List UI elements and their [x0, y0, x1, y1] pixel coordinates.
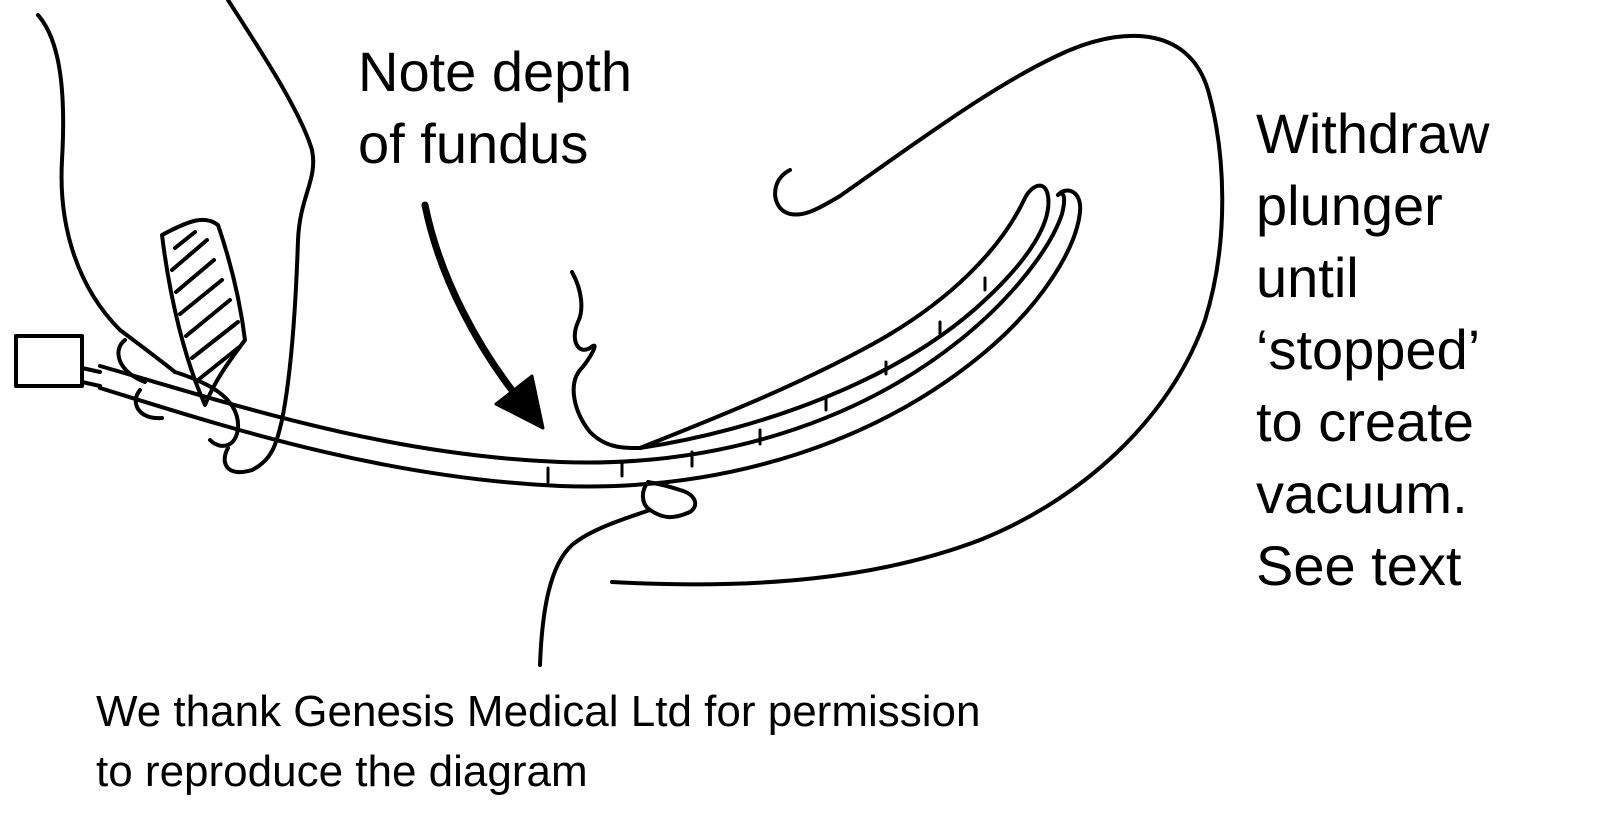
withdraw-label-line: See text	[1256, 534, 1462, 597]
withdraw-label-line: to create	[1256, 390, 1474, 453]
uterine-cavity	[638, 183, 1051, 450]
finger-hatching	[160, 217, 247, 407]
withdraw-label-line: plunger	[1256, 174, 1443, 237]
credit-line: to reproduce the diagram	[96, 747, 588, 796]
uterus-outline	[610, 33, 1225, 587]
withdraw-label-line: until	[1256, 246, 1359, 309]
fundus-depth-label-line: of fundus	[358, 112, 589, 175]
cervix-outline	[538, 270, 698, 667]
credit-line: We thank Genesis Medical Ltd for permiss…	[96, 687, 981, 736]
catheter	[98, 188, 1083, 489]
withdraw-label-line: ‘stopped’	[1256, 318, 1481, 381]
withdraw-label-line: Withdraw	[1256, 102, 1490, 165]
withdraw-plunger-label: Withdraw plunger until ‘stopped’ to crea…	[1256, 98, 1489, 602]
hand-outline	[36, 0, 316, 474]
withdraw-label-line: vacuum.	[1256, 462, 1468, 525]
catheter-depth-marks	[546, 276, 987, 484]
syringe-connector	[14, 334, 102, 388]
credit-text: We thank Genesis Medical Ltd for permiss…	[96, 682, 980, 802]
fundus-depth-label-line: Note depth	[358, 40, 632, 103]
fundus-arrow	[421, 201, 545, 430]
fundus-depth-label: Note depth of fundus	[358, 36, 632, 180]
